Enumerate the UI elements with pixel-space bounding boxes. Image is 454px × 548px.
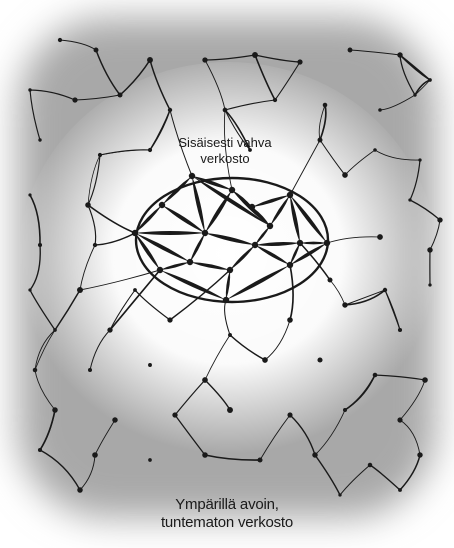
outer-node xyxy=(368,463,373,468)
outer-node xyxy=(413,93,416,96)
outer-node xyxy=(252,52,258,58)
outer-node xyxy=(88,368,92,372)
outer-node xyxy=(148,458,152,462)
outer-node xyxy=(85,202,91,208)
outer-node xyxy=(77,287,83,293)
outer-node xyxy=(28,288,31,291)
inner-node xyxy=(287,192,293,198)
outer-node xyxy=(343,408,347,412)
outer-node xyxy=(398,488,402,492)
inner-label-line-2: verkosto xyxy=(150,151,300,167)
outer-node xyxy=(52,407,58,413)
outer-node xyxy=(338,493,341,496)
inner-node xyxy=(132,230,138,236)
inner-node xyxy=(202,230,208,236)
inner-network-label: Sisäisesti vahva verkosto xyxy=(150,135,300,166)
outer-node xyxy=(202,452,208,458)
outer-label-line-1: Ympärillä avoin, xyxy=(120,496,334,514)
outer-node xyxy=(33,368,37,372)
outer-node xyxy=(373,148,377,152)
outer-node xyxy=(168,108,172,112)
outer-node xyxy=(148,363,152,367)
inner-label-line-1: Sisäisesti vahva xyxy=(150,135,300,151)
inner-node xyxy=(189,173,195,179)
outer-node xyxy=(172,412,177,417)
outer-node xyxy=(98,153,102,157)
outer-node xyxy=(398,328,402,332)
outer-node xyxy=(323,103,328,108)
outer-node xyxy=(94,48,99,53)
outer-node xyxy=(133,288,137,292)
outer-node xyxy=(273,98,277,102)
outer-node xyxy=(117,92,122,97)
outer-label-line-2: tuntematon verkosto xyxy=(120,514,334,532)
outer-node xyxy=(53,328,57,332)
outer-node xyxy=(107,327,112,332)
outer-node xyxy=(297,59,302,64)
outer-node xyxy=(28,193,31,196)
inner-node xyxy=(287,262,293,268)
outer-node xyxy=(397,417,402,422)
inner-node xyxy=(223,297,229,303)
outer-node xyxy=(287,412,292,417)
inner-node xyxy=(229,187,235,193)
outer-node xyxy=(422,377,428,383)
inner-node xyxy=(252,242,258,248)
outer-node xyxy=(202,377,208,383)
outer-node xyxy=(408,198,411,201)
outer-node xyxy=(377,234,383,240)
inner-node xyxy=(157,267,163,273)
outer-node xyxy=(418,158,421,161)
inner-node xyxy=(159,202,165,208)
outer-node xyxy=(397,52,402,57)
outer-node xyxy=(437,217,442,222)
outer-node xyxy=(38,243,42,247)
outer-node xyxy=(112,417,117,422)
outer-node xyxy=(342,172,348,178)
outer-node xyxy=(328,278,333,283)
outer-node xyxy=(428,78,432,82)
outer-node xyxy=(348,48,353,53)
inner-node xyxy=(297,240,303,246)
outer-node xyxy=(257,457,262,462)
outer-node xyxy=(318,138,323,143)
outer-node xyxy=(28,88,31,91)
outer-node xyxy=(228,333,232,337)
outer-node xyxy=(378,108,382,112)
inner-node xyxy=(267,223,273,229)
inner-node xyxy=(227,267,233,273)
outer-node xyxy=(202,57,207,62)
inner-node xyxy=(187,259,193,265)
outer-node xyxy=(92,452,98,458)
outer-network-label: Ympärillä avoin, tuntematon verkosto xyxy=(120,496,334,532)
outer-node xyxy=(72,97,77,102)
outer-node xyxy=(223,108,228,113)
outer-node xyxy=(428,283,431,286)
outer-node xyxy=(262,357,268,363)
outer-node xyxy=(342,302,347,307)
outer-node xyxy=(227,407,233,413)
outer-node xyxy=(38,138,41,141)
outer-node xyxy=(77,487,83,493)
outer-node xyxy=(287,317,293,323)
outer-node xyxy=(58,38,62,42)
inner-node xyxy=(249,204,255,210)
outer-node xyxy=(167,317,172,322)
inner-node xyxy=(324,240,330,246)
outer-node xyxy=(383,288,387,292)
outer-node xyxy=(417,452,422,457)
outer-node xyxy=(427,247,432,252)
outer-node xyxy=(373,373,378,378)
outer-node xyxy=(147,57,153,63)
outer-node xyxy=(38,448,42,452)
outer-node xyxy=(317,357,322,362)
outer-node xyxy=(93,243,97,247)
outer-node xyxy=(312,452,317,457)
